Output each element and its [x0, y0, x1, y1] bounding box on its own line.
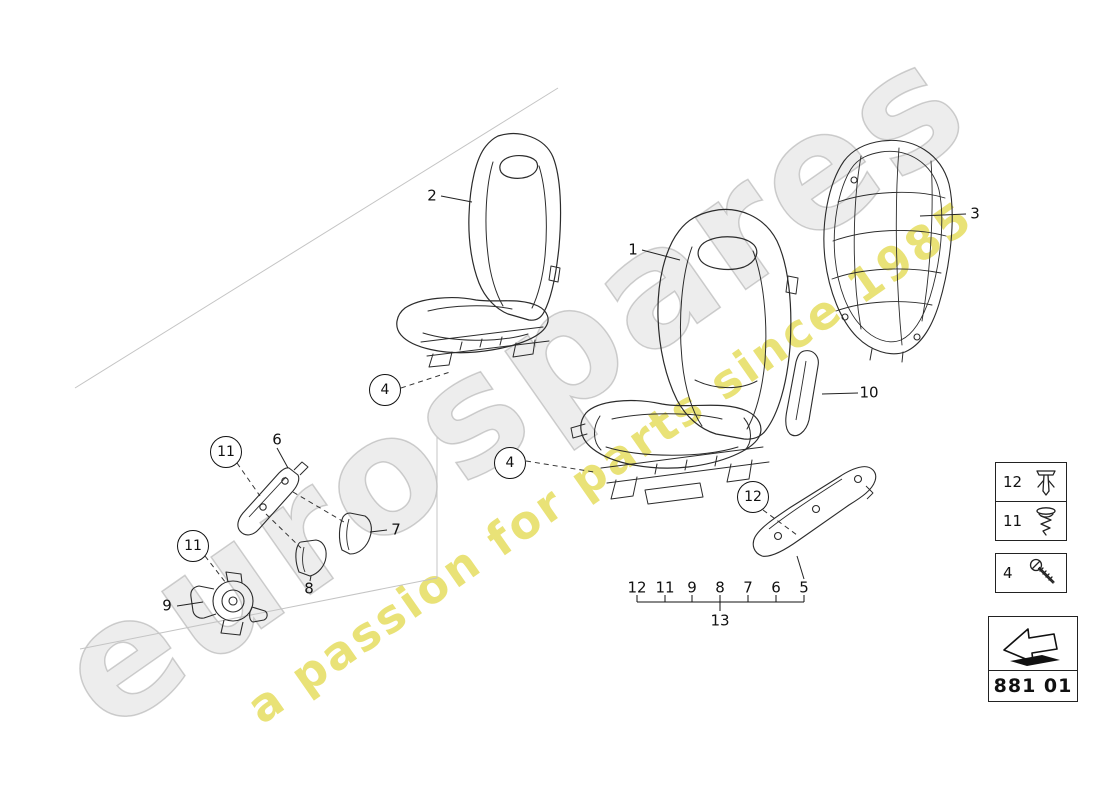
dashed-leader-lines: [204, 371, 798, 584]
callout-10[interactable]: 10: [859, 383, 879, 402]
seat-1-complete: [570, 208, 799, 505]
callout-4-left[interactable]: 4: [369, 374, 401, 406]
adjuster-bracket-6: [237, 461, 309, 536]
hardware-legend-4-label: 4: [1003, 564, 1013, 582]
callout-4-right[interactable]: 4: [494, 447, 526, 479]
callout-1[interactable]: 1: [628, 240, 638, 259]
callout-7[interactable]: 7: [391, 520, 401, 539]
hardware-legend-11-label: 11: [1003, 512, 1023, 530]
callout-11-lower[interactable]: 11: [177, 530, 209, 562]
seat-motor-9: [190, 571, 268, 636]
side-trim-panel-10: [785, 350, 819, 437]
callout-3[interactable]: 3: [970, 204, 980, 223]
leader-lines: [176, 195, 967, 607]
seat-2-complete: [396, 133, 562, 368]
grommet-icon: [1036, 507, 1056, 536]
construction-lines: [74, 87, 559, 650]
bracket-item-9[interactable]: 9: [687, 578, 697, 597]
callout-12[interactable]: 12: [737, 481, 769, 513]
backrest-shell-3: [823, 139, 953, 363]
orientation-arrow-icon: [989, 617, 1077, 671]
hardware-legend-11: 11: [995, 501, 1067, 541]
part-code-box: 881 01: [988, 616, 1078, 702]
watermark-brand: eurospares: [23, 4, 1000, 766]
part-code-label: 881 01: [993, 675, 1073, 697]
screw-icon: [1029, 558, 1055, 584]
bracket-item-5[interactable]: 5: [799, 578, 809, 597]
callout-11-upper[interactable]: 11: [210, 436, 242, 468]
assembly-bracket-lines: [636, 595, 805, 611]
callout-6[interactable]: 6: [272, 430, 282, 449]
bracket-item-6[interactable]: 6: [771, 578, 781, 597]
trim-cap-8: [295, 539, 327, 577]
bracket-item-11[interactable]: 11: [655, 578, 675, 597]
hardware-legend-12: 12: [995, 462, 1067, 502]
bracket-item-8[interactable]: 8: [715, 578, 725, 597]
seat-rail-trim-5: [752, 466, 877, 557]
hardware-legend-12-label: 12: [1003, 473, 1023, 491]
bracket-item-7[interactable]: 7: [743, 578, 753, 597]
bracket-group-label[interactable]: 13: [710, 611, 730, 630]
hardware-legend-4: 4: [995, 553, 1067, 593]
callout-9[interactable]: 9: [162, 596, 172, 615]
callout-2[interactable]: 2: [427, 186, 437, 205]
callout-8[interactable]: 8: [304, 579, 314, 598]
expansion-rivet-icon: [1036, 470, 1056, 496]
bracket-item-12[interactable]: 12: [627, 578, 647, 597]
trim-cap-7: [338, 512, 372, 555]
